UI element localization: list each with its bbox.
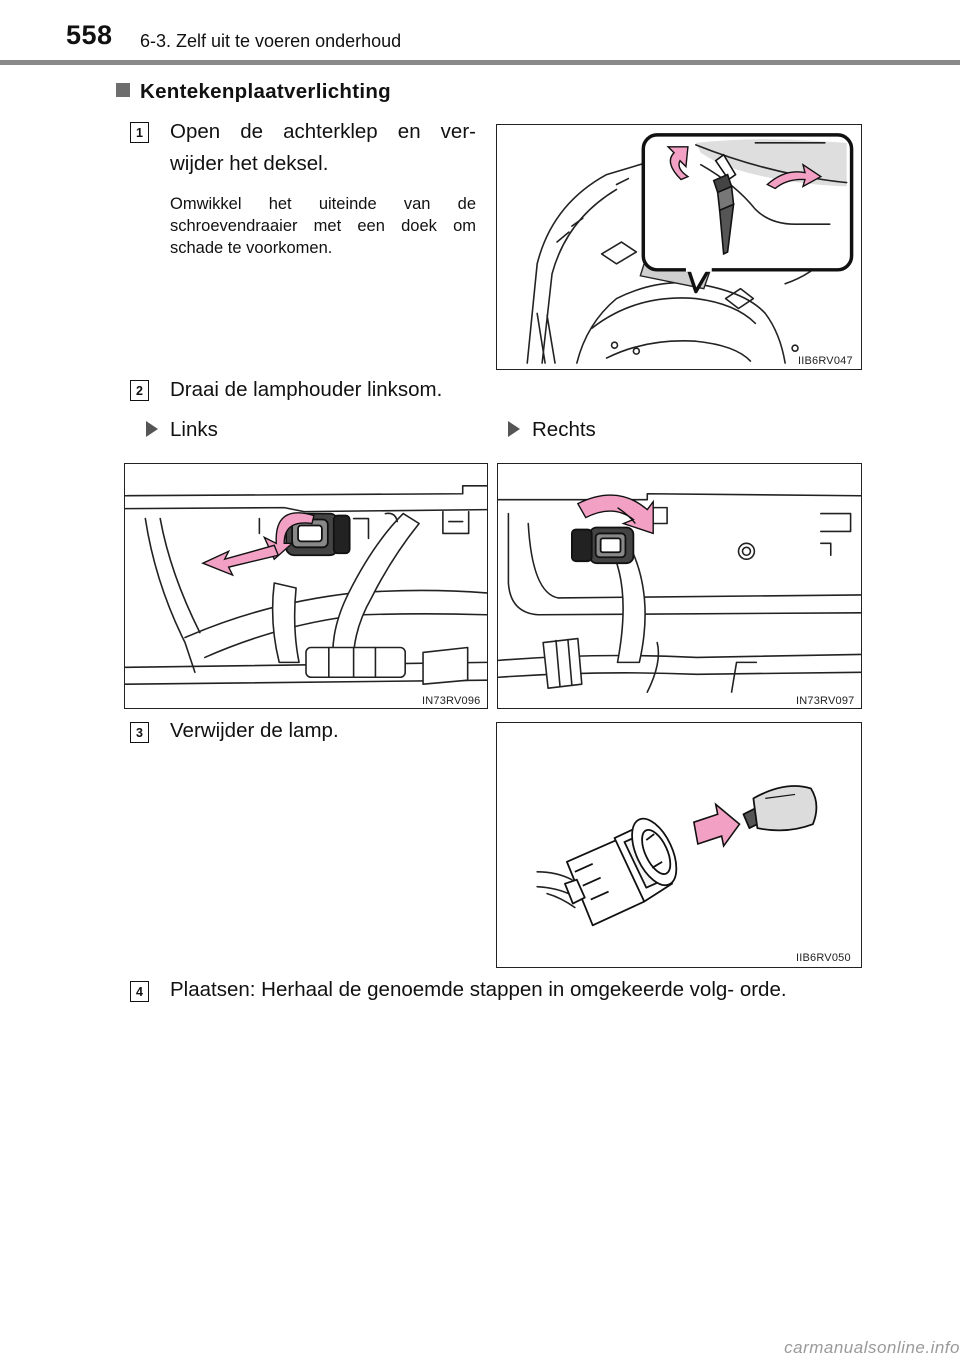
tailgate-illustration bbox=[526, 133, 854, 364]
watermark: carmanualsonline.info bbox=[784, 1338, 960, 1357]
figure-remove-bulb bbox=[496, 722, 862, 968]
left-lamp-illustration bbox=[125, 485, 487, 685]
figure-lamp-holder-left bbox=[124, 463, 488, 709]
figure-lamp-holder-right bbox=[497, 463, 862, 709]
header-divider bbox=[0, 60, 960, 65]
figure-code-2-left: IN73RV096 bbox=[422, 695, 481, 707]
section-title-text: Kentekenplaatverlichting bbox=[140, 80, 391, 103]
figure-tailgate-cover bbox=[496, 124, 862, 370]
step-number-4: 4 bbox=[130, 981, 149, 1002]
section-title: Kentekenplaatverlichting bbox=[116, 80, 391, 104]
label-left-text: Links bbox=[170, 418, 218, 441]
triangle-bullet-icon bbox=[146, 421, 158, 437]
triangle-bullet-icon bbox=[508, 421, 520, 437]
label-right: Rechts bbox=[508, 418, 596, 442]
chapter-title: 6-3. Zelf uit te voeren onderhoud bbox=[140, 31, 402, 51]
label-left: Links bbox=[146, 418, 218, 442]
step-3-text: Verwijder de lamp. bbox=[170, 719, 339, 742]
step-1-note: Omwikkel het uiteinde van de schroevendr… bbox=[170, 195, 476, 257]
step-number-3: 3 bbox=[130, 722, 149, 743]
step-number-2: 2 bbox=[130, 380, 149, 401]
step-1-text: Open de achterklep en ver- wijder het de… bbox=[170, 120, 476, 175]
step-2-text: Draai de lamphouder linksom. bbox=[170, 378, 443, 401]
square-bullet-icon bbox=[116, 83, 130, 97]
page-number: 558 bbox=[66, 20, 113, 50]
label-right-text: Rechts bbox=[532, 418, 596, 441]
step-number-1: 1 bbox=[130, 122, 149, 143]
figure-code-2-right: IN73RV097 bbox=[796, 695, 855, 707]
step-4-text: Plaatsen: Herhaal de genoemde stappen in… bbox=[170, 978, 787, 1001]
figure-code-3: IIB6RV050 bbox=[796, 952, 851, 964]
bulb-illustration bbox=[536, 785, 818, 927]
right-lamp-illustration bbox=[498, 492, 861, 693]
figure-code-1: IIB6RV047 bbox=[798, 355, 853, 367]
